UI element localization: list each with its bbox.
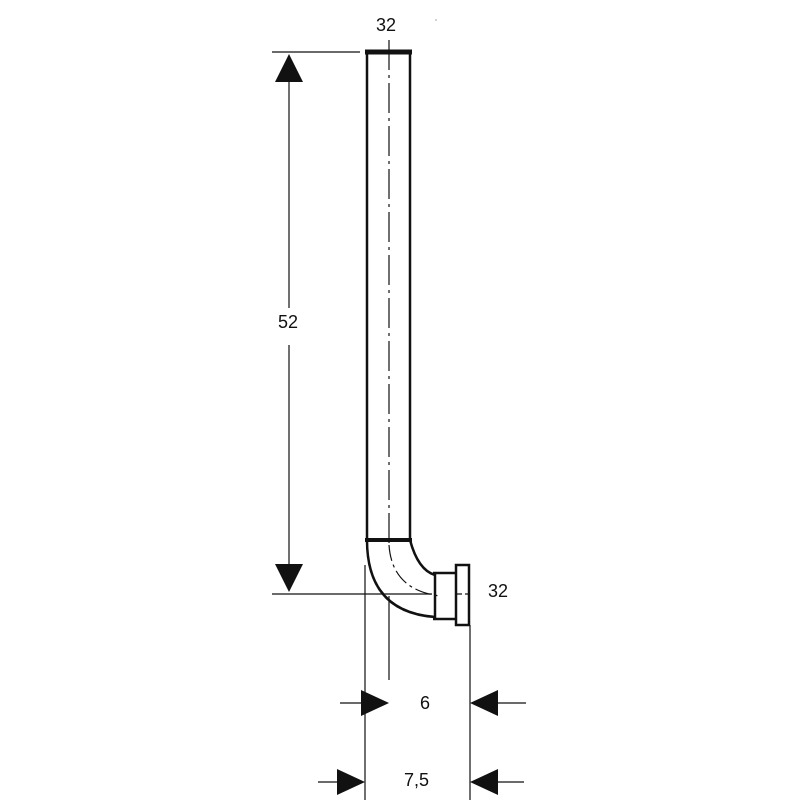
height-label: 52: [278, 312, 299, 332]
arrow-left-icon: [470, 769, 498, 795]
arrow-down-icon: [275, 564, 303, 592]
offset-inner-label: 6: [420, 693, 431, 713]
outlet-diameter-label: 32: [488, 581, 509, 601]
vertical-pipe: [365, 49, 412, 542]
offset-outer-label: 7,5: [404, 770, 430, 790]
extension-lines: [272, 51, 471, 800]
outlet-socket: [433, 563, 471, 627]
offset-dimension-inner: [340, 690, 526, 716]
arrow-left-icon: [470, 690, 498, 716]
top-diameter-label: 32: [376, 15, 397, 35]
elbow-bend: [365, 539, 441, 619]
offset-dimension-outer: [318, 769, 524, 795]
arrow-right-icon: [337, 769, 365, 795]
arrow-right-icon: [361, 690, 389, 716]
stray-mark: [435, 19, 437, 21]
arrow-up-icon: [275, 54, 303, 82]
height-dimension-line: [275, 54, 303, 592]
